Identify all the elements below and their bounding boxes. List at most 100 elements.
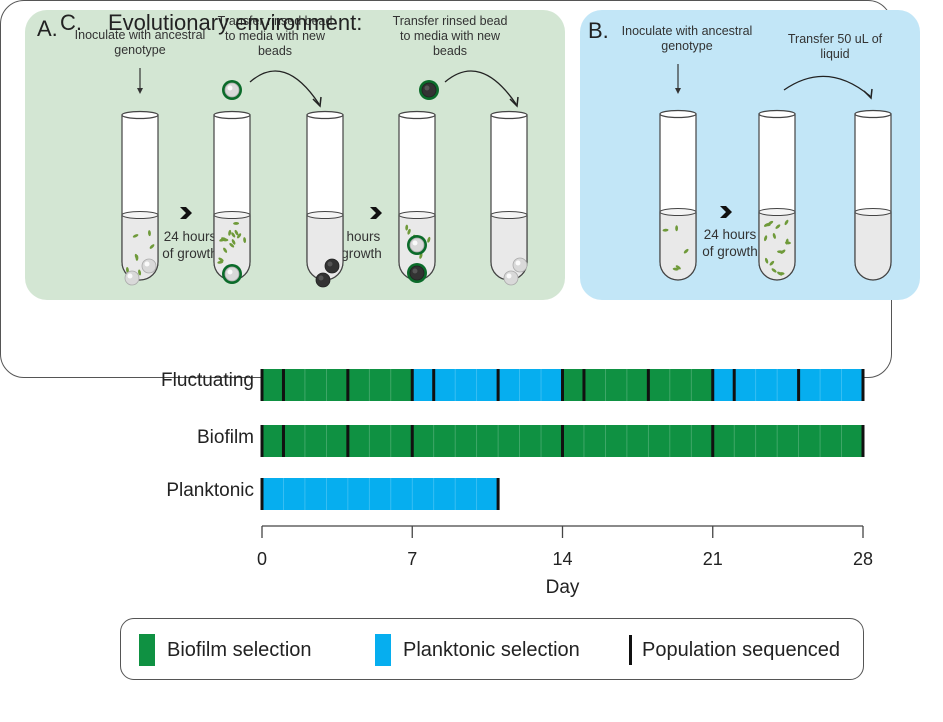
note-line: beads bbox=[257, 44, 293, 58]
sequenced-marker bbox=[410, 425, 414, 457]
bacterium-icon bbox=[772, 233, 776, 239]
tube-rim bbox=[758, 109, 796, 119]
sequenced-marker bbox=[260, 425, 264, 457]
bacterium-icon bbox=[675, 265, 681, 270]
liquid-surface bbox=[121, 211, 159, 219]
bacterium-icon bbox=[223, 247, 228, 253]
sequenced-marker bbox=[561, 425, 564, 457]
arrow-head-icon bbox=[509, 96, 519, 108]
bacterium-icon bbox=[675, 225, 679, 232]
bacterium-icon bbox=[228, 229, 232, 236]
transfer-note-a2: Transfer rinsed bead to media with new b… bbox=[375, 14, 525, 59]
light-bead bbox=[224, 82, 240, 98]
note-line: Transfer rinsed bead bbox=[217, 14, 333, 28]
note-line: to media with new bbox=[224, 29, 326, 43]
x-tick-label: 14 bbox=[552, 549, 572, 569]
panel-b-liquid-transfer: B. Inoculate with ancestral genotype Tra… bbox=[580, 10, 920, 300]
bacterium-icon bbox=[229, 242, 235, 248]
bacterium-icon bbox=[134, 253, 139, 260]
panel-a-illustration bbox=[121, 68, 528, 288]
liquid-surface bbox=[306, 211, 344, 219]
dark-bead bbox=[421, 82, 437, 98]
note-line: liquid bbox=[820, 47, 850, 61]
note-line: Transfer 50 uL of bbox=[787, 32, 883, 46]
panel-c-title: Evolutionary environment: bbox=[108, 10, 363, 35]
tube-rim bbox=[659, 109, 697, 119]
tube-liquid bbox=[659, 211, 697, 281]
tube-rim bbox=[854, 109, 892, 119]
tube-rim bbox=[306, 110, 344, 120]
bacterium-icon bbox=[233, 222, 240, 225]
panel-b-illustration bbox=[659, 64, 892, 281]
tube-rim bbox=[121, 110, 159, 120]
sequenced-marker bbox=[346, 425, 350, 457]
light-bead bbox=[124, 270, 140, 286]
bacterium-icon bbox=[764, 235, 768, 242]
liquid-surface bbox=[758, 208, 796, 216]
bacterium-icon bbox=[775, 224, 781, 229]
planktonic-segment bbox=[262, 478, 499, 510]
liquid-surface bbox=[854, 208, 892, 216]
legend-label-planktonic: Planktonic selection bbox=[403, 638, 580, 661]
growth-label-b: 24 hours of growth bbox=[700, 226, 760, 260]
bacterium-icon bbox=[243, 237, 247, 244]
x-tick-label: 7 bbox=[407, 549, 417, 569]
dark-bead bbox=[315, 272, 331, 288]
bacterium-icon bbox=[784, 219, 789, 226]
legend: Biofilm selection Planktonic selection P… bbox=[120, 618, 864, 680]
bacterium-icon bbox=[126, 266, 129, 273]
panel-c-heading: C. Evolutionary environment: bbox=[60, 10, 362, 36]
bacterium-icon bbox=[234, 229, 239, 236]
transfer-note-b: Transfer 50 uL of liquid bbox=[770, 32, 900, 62]
row-label-planktonic: Planktonic bbox=[166, 480, 254, 501]
growth-line: of growth bbox=[702, 244, 758, 259]
test-tube-a3 bbox=[306, 110, 344, 281]
bead-highlight bbox=[127, 273, 133, 279]
bacterium-icon bbox=[769, 260, 775, 266]
bacterium-icon bbox=[221, 237, 227, 241]
chevron-right-icon bbox=[720, 206, 732, 218]
transfer-arrow bbox=[444, 70, 517, 105]
tube-liquid bbox=[854, 211, 892, 281]
note-line: to media with new bbox=[399, 29, 501, 43]
growth-line: of growth bbox=[162, 246, 218, 261]
note-line: genotype bbox=[114, 43, 166, 57]
note-line: genotype bbox=[661, 39, 713, 53]
bead-highlight bbox=[412, 268, 418, 274]
sequenced-marker bbox=[861, 425, 865, 457]
note-line: Transfer rinsed bead bbox=[392, 14, 508, 28]
liquid-surface bbox=[213, 211, 251, 219]
tube-liquid bbox=[758, 211, 796, 281]
legend-label-biofilm: Biofilm selection bbox=[167, 638, 312, 661]
test-tube-b1 bbox=[659, 109, 697, 281]
panel-c-label: C. bbox=[60, 10, 82, 35]
light-bead bbox=[503, 270, 519, 286]
arrow-down-icon bbox=[137, 88, 143, 94]
colonized-bead bbox=[407, 263, 427, 283]
dark-bead bbox=[409, 265, 425, 281]
panel-b-label: B. bbox=[588, 18, 609, 43]
biofilm-swatch bbox=[139, 634, 155, 666]
dark-bead bbox=[324, 258, 340, 274]
note-line: Inoculate with ancestral bbox=[74, 28, 206, 42]
bead-highlight bbox=[515, 260, 521, 266]
dark-bead bbox=[315, 272, 331, 288]
panel-a-label: A. bbox=[37, 16, 58, 41]
inoculate-note-b: Inoculate with ancestral genotype bbox=[612, 24, 762, 54]
sequenced-marker bbox=[281, 425, 285, 457]
x-tick-label: 28 bbox=[853, 549, 873, 569]
bead-highlight bbox=[424, 85, 430, 91]
bead-highlight bbox=[318, 275, 324, 281]
timeline-row-planktonic bbox=[260, 478, 500, 510]
legend-item-sequenced: Population sequenced bbox=[629, 633, 840, 667]
light-bead bbox=[141, 258, 157, 274]
growth-line: 24 hours bbox=[163, 229, 217, 244]
bead-highlight bbox=[327, 261, 333, 267]
bead-highlight bbox=[144, 261, 150, 267]
bacterium-icon bbox=[662, 228, 669, 232]
growth-line: 24 hours bbox=[703, 227, 757, 242]
inoculate-note-a: Inoculate with ancestral genotype bbox=[65, 28, 215, 58]
bacterium-icon bbox=[218, 257, 224, 262]
bacterium-icon bbox=[148, 230, 151, 237]
test-tube-a5 bbox=[490, 110, 528, 281]
